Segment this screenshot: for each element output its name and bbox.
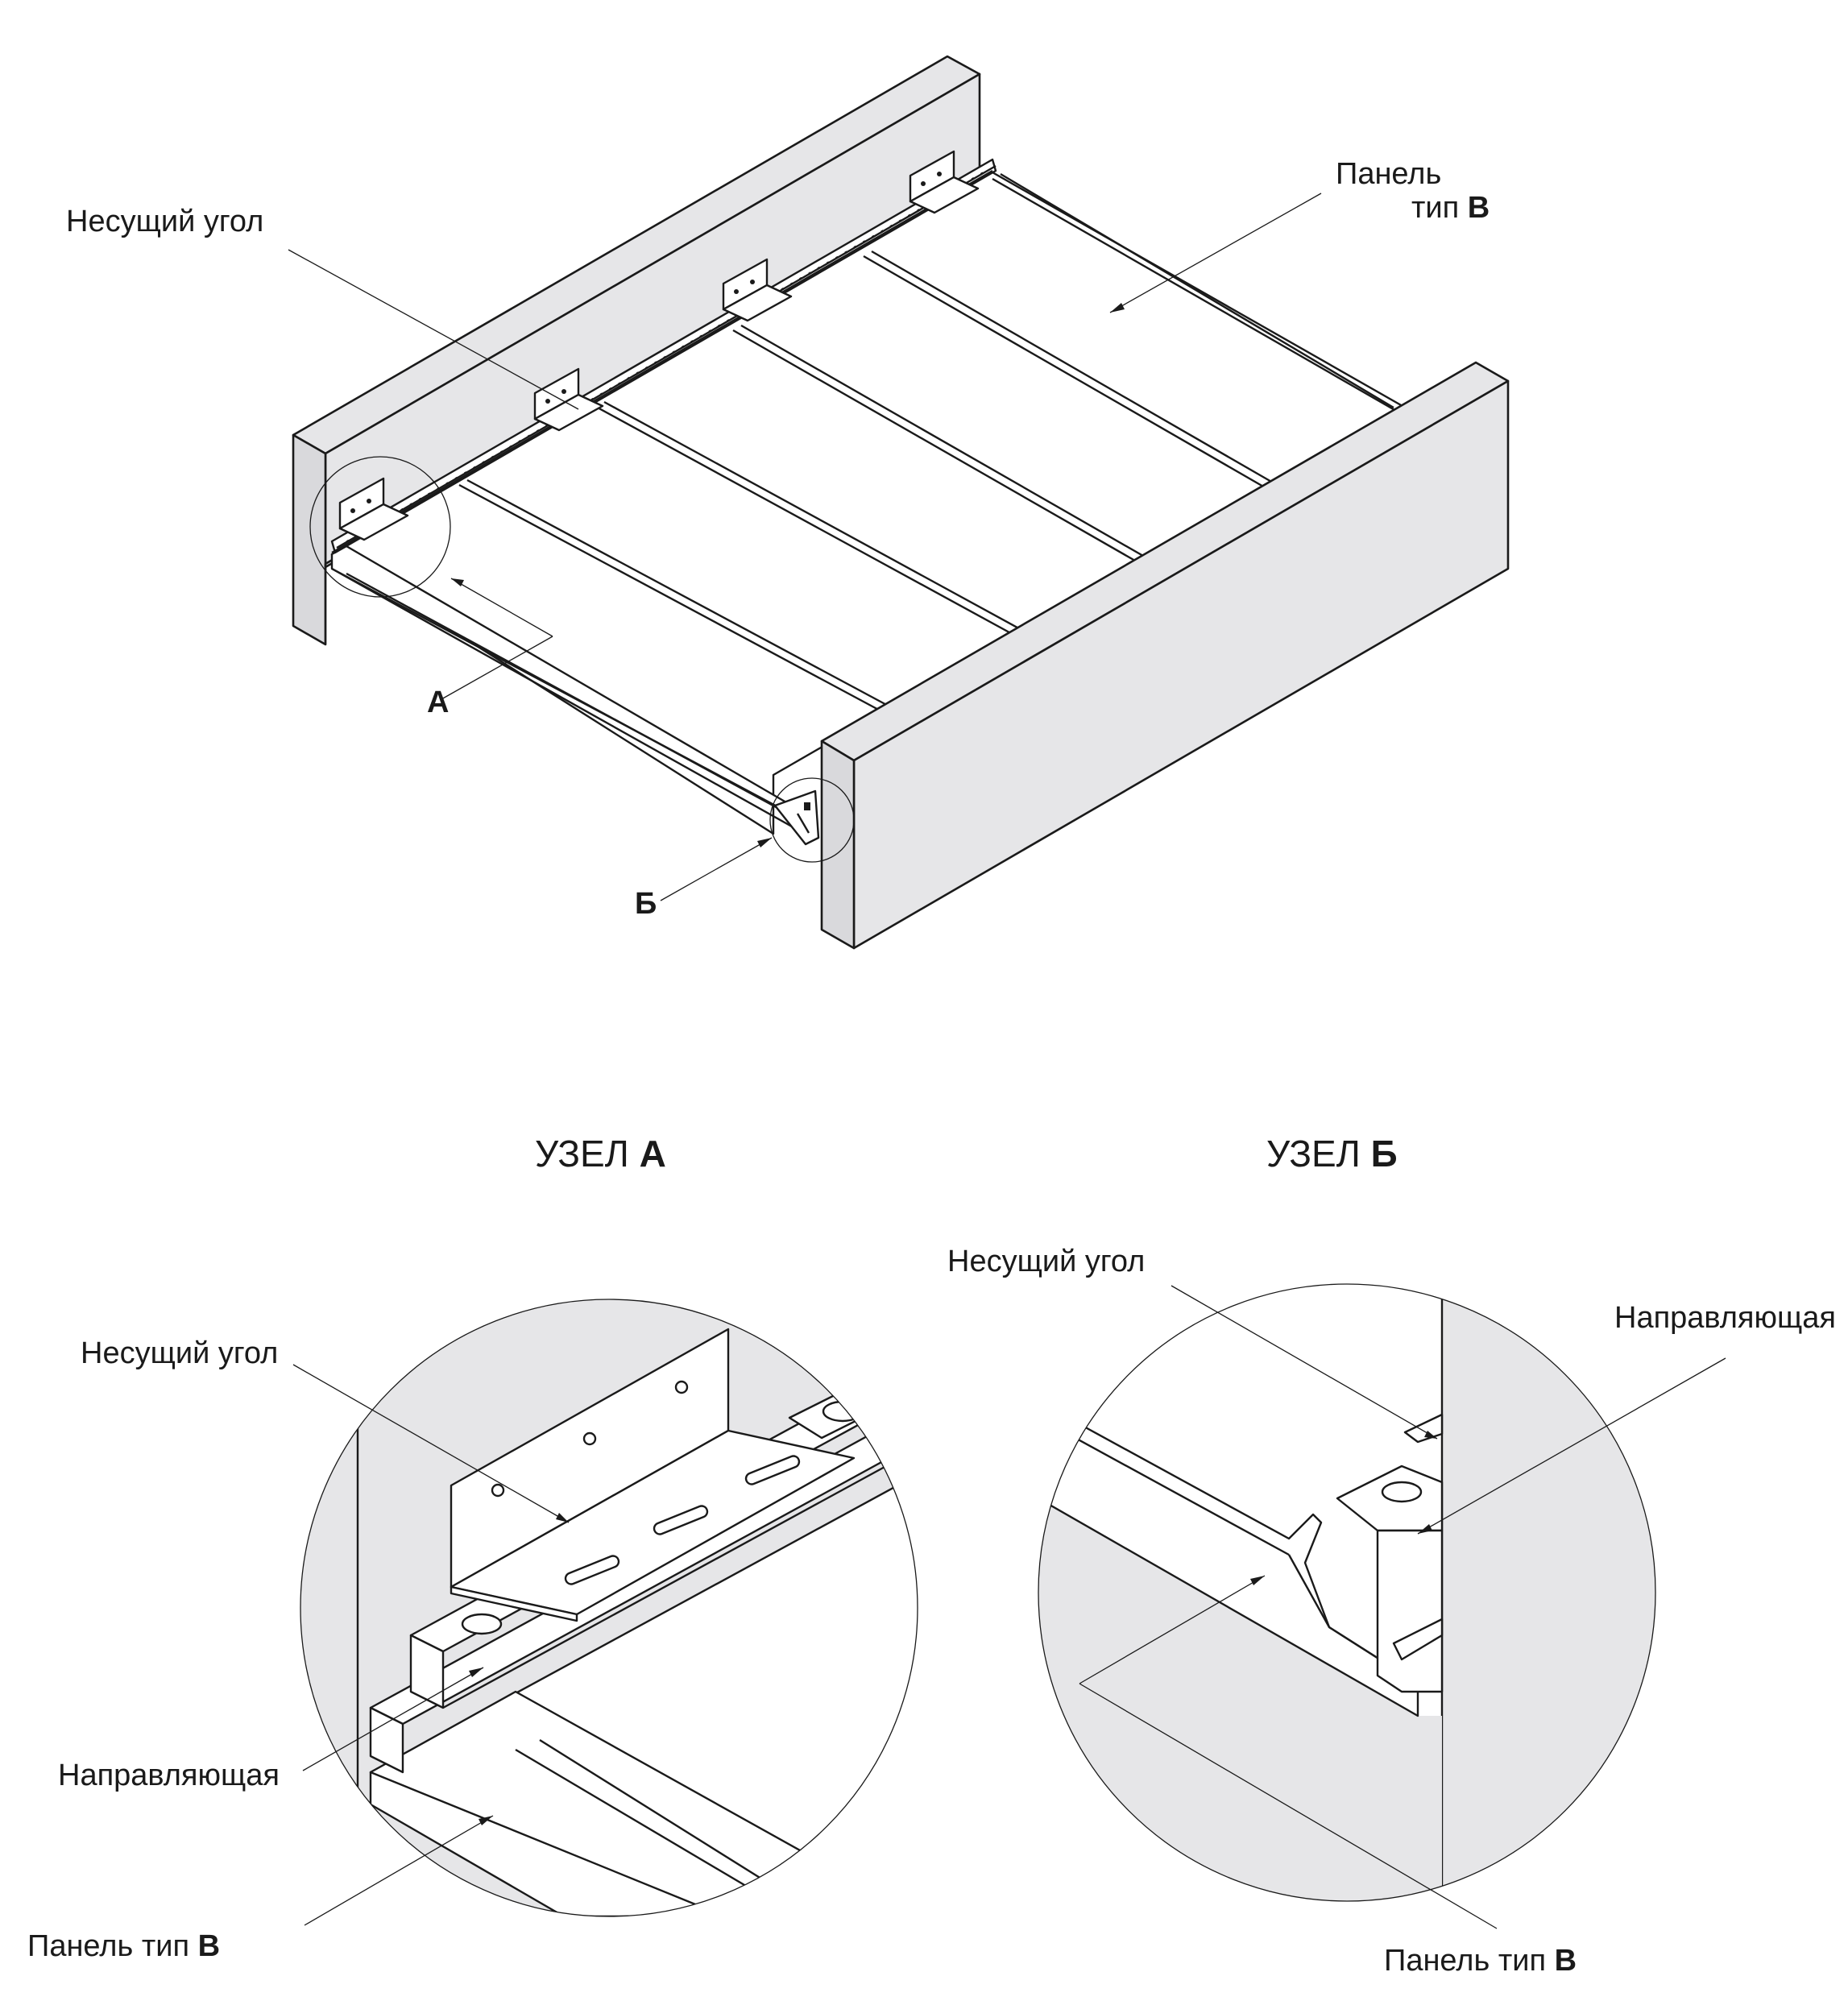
node-b-circle [769,777,855,863]
front-wall [820,361,1510,950]
detail-b-title: УЗЕЛ Б [1266,1133,1398,1174]
leader-line [660,837,773,901]
bearing-angle-bracket [533,367,604,432]
leader-line [1109,193,1322,313]
detail-b-label-guide: Направляющая [1614,1301,1836,1335]
slot-hole [461,1613,503,1635]
marker-b: Б [635,887,657,921]
leader-line [450,578,553,637]
detail-b-label-bearing-angle: Несущий угол [947,1245,1145,1278]
detail-b-label-panel: Панель тип В [1384,1944,1577,1978]
detail-a-title: УЗЕЛ А [535,1133,666,1174]
label-panel-line2: тип В [1411,191,1490,225]
label-bearing-angle: Несущий угол [66,205,263,238]
leader-line [288,249,579,410]
detail-a: УЗЕЛ А [27,1133,918,1963]
bearing-angles [338,150,980,541]
detail-b: УЗЕЛ Б Несущ [947,1133,1836,1978]
detail-a-label-bearing-angle: Несущий угол [81,1336,278,1370]
slot-hole [1381,1481,1423,1503]
marker-a: А [427,686,449,719]
detail-a-label-panel: Панель тип В [27,1929,220,1963]
front-end-detail [773,789,820,846]
detail-a-circle [300,1299,918,1917]
slot-hole [822,1400,864,1423]
detail-a-label-guide: Направляющая [58,1759,280,1792]
bearing-angle-bracket [909,150,980,214]
bearing-angle-bracket [338,477,409,541]
label-panel-line1: Панель [1336,157,1441,191]
overview-drawing: Несущий угол Панель тип В А Б [66,55,1510,950]
detail-b-circle [1038,1283,1656,1902]
bearing-angle-bracket [722,258,793,322]
node-a-circle [309,456,451,598]
leader-line [441,636,553,700]
